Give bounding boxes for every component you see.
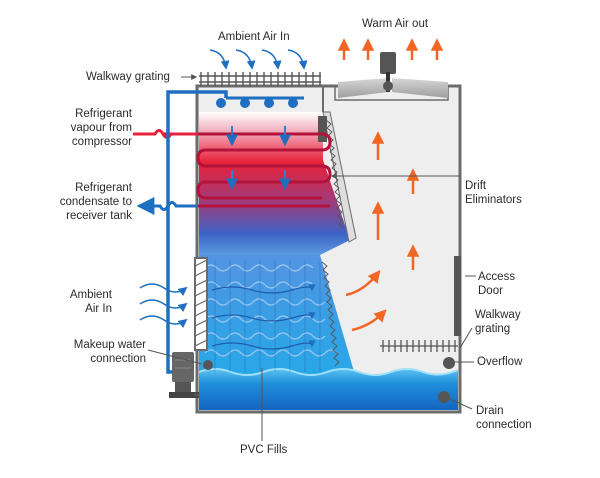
drain-dot — [438, 391, 450, 403]
label-line: compressor — [71, 136, 132, 148]
warm-air-out-arrows — [337, 38, 444, 60]
fill-airflow-arrows — [211, 284, 316, 350]
spray-nozzle — [264, 98, 274, 108]
label-line: Makeup water — [73, 339, 146, 351]
label-line: connection — [90, 353, 146, 365]
fill-vertical-lines — [214, 260, 321, 372]
leader-lines — [147, 74, 476, 441]
label-line: receiver tank — [66, 210, 132, 222]
label-line: Refrigerant — [75, 108, 132, 120]
label-overflow: Overflow — [477, 356, 523, 368]
ambient-air-top-arrows — [209, 49, 308, 70]
label-line: Eliminators — [465, 194, 522, 206]
access-door — [454, 256, 461, 336]
pvc-fill-zone — [199, 255, 355, 375]
label-line: Access — [478, 271, 516, 283]
overflow-dot — [443, 357, 455, 369]
label-pvc-fills: PVC Fills — [240, 444, 288, 456]
label-refrigerant-condensate: Refrigerant condensate to receiver tank — [50, 181, 132, 223]
label-line: Air In — [85, 303, 112, 315]
label-line: vapour from — [70, 122, 132, 134]
label-line: Door — [478, 285, 503, 297]
label-line: connection — [476, 419, 532, 431]
fan-blade-right — [392, 78, 448, 98]
label-drain: Drain connection — [476, 404, 532, 432]
recirculation-pipe — [166, 90, 228, 374]
label-walkway-grating-top: Walkway grating — [86, 71, 170, 83]
water-surface — [198, 368, 459, 376]
label-makeup-water: Makeup water connection — [62, 338, 146, 366]
inlet-louvers — [194, 259, 208, 347]
internal-warm-air-arrows — [345, 131, 420, 332]
label-drift-eliminators: Drift Eliminators — [465, 179, 522, 207]
drift-eliminator-block — [318, 116, 327, 142]
label-line: Walkway — [475, 309, 521, 321]
inlet-louver-frame — [194, 257, 208, 351]
water-drop-arrows — [226, 126, 291, 191]
makeup-water-dot — [203, 360, 213, 370]
label-refrigerant-vapour: Refrigerant vapour from compressor — [62, 107, 132, 149]
label-line: Refrigerant — [75, 182, 132, 194]
label-line: Drift — [465, 180, 487, 192]
label-line: Ambient — [69, 289, 112, 301]
top-walkway-grating — [199, 72, 321, 86]
water-basin — [199, 369, 458, 410]
right-walkway-grating — [380, 340, 458, 352]
spray-nozzle — [240, 98, 250, 108]
label-line: grating — [475, 323, 511, 335]
spray-nozzle — [288, 98, 298, 108]
fan-motor — [380, 52, 396, 74]
pump — [169, 352, 199, 398]
label-walkway-grating-right: Walkway grating — [475, 308, 521, 336]
fan-hub — [383, 81, 393, 91]
label-warm-air-out: Warm Air out — [362, 18, 429, 30]
label-ambient-air-top: Ambient Air In — [218, 31, 290, 43]
label-line: Drain — [476, 405, 504, 417]
ambient-air-side-arrows — [139, 283, 188, 329]
spray-nozzle — [216, 98, 226, 108]
fill-wave-lines — [204, 264, 338, 357]
fill-edge-zigzag — [321, 261, 340, 367]
label-line: condensate to — [59, 196, 132, 208]
label-ambient-air-side: Ambient Air In — [62, 288, 112, 316]
spray-header — [216, 96, 304, 108]
fan-blade-left — [338, 78, 388, 98]
label-access-door: Access Door — [478, 270, 515, 298]
